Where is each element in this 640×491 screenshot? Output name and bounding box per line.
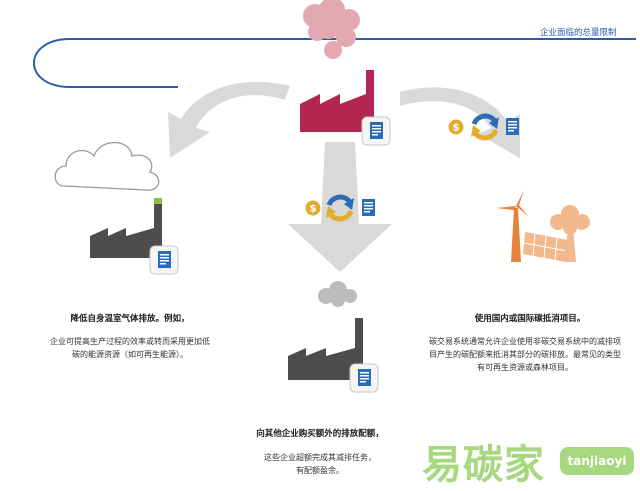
permit-document-icon — [361, 116, 391, 146]
pink-cloud — [303, 0, 360, 59]
bottom-block-line-1: 这些企业超额完成其减排任务， — [264, 453, 376, 462]
right-block-line-3: 有可再生资源或森林项目。 — [477, 363, 573, 372]
tree-icon — [550, 205, 590, 262]
arrow-left-curved — [168, 81, 290, 158]
wind-turbine-icon — [496, 190, 528, 262]
permit-icon-right — [506, 118, 519, 135]
bottom-block-line-2: 有配额盈余。 — [296, 466, 344, 475]
outline-cloud-icon — [54, 142, 160, 191]
left-block-line-2: 碳的能源资源（如可再生能源）。 — [72, 350, 188, 359]
left-block-line-1: 企业可提高生产过程的效率或转而采用更加低 — [50, 337, 210, 346]
right-block-line-1: 碳交易系统通常允许企业使用非碳交易系统中的减排项 — [429, 337, 621, 346]
arrow-down — [288, 142, 392, 272]
right-block-line-2: 目产生的碳配额来抵消其部分的碳排放。最常见的类型 — [429, 350, 621, 359]
right-block-heading: 使用国内或国际碳抵消项目。 — [474, 314, 586, 324]
coin-icon-right — [448, 119, 464, 135]
bottom-block-heading: 向其他企业购买额外的排放配额， — [256, 429, 384, 439]
left-block-heading: 降低自身温室气体排放。例如， — [70, 314, 190, 324]
bottom-permit-icon — [349, 363, 379, 393]
left-factory-icon — [90, 198, 162, 258]
permit-icon-center — [362, 199, 375, 216]
watermark-logo-en: tanjiaoyi — [560, 447, 634, 475]
limit-curve — [33, 38, 636, 88]
bottom-smoke-cloud — [318, 281, 357, 307]
watermark-logo-cn: 易碳家 — [422, 442, 545, 488]
total-limit-caption: 企业面临的总量限制 — [540, 28, 617, 38]
arrow-right-curved — [400, 87, 520, 158]
chimney-green-band — [154, 198, 162, 204]
bottom-factory-icon — [288, 318, 363, 380]
solar-panel-icon — [523, 232, 568, 262]
coin-icon-center — [305, 200, 321, 216]
left-permit-icon — [149, 245, 179, 275]
central-factory-icon — [300, 70, 374, 132]
